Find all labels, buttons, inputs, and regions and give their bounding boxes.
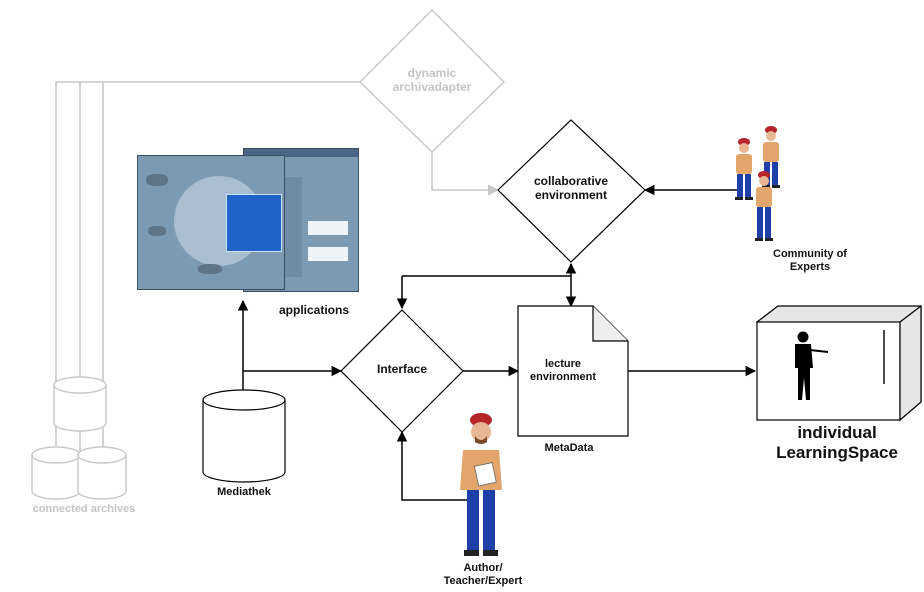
mediathek-label: Mediathek	[217, 486, 271, 498]
app-window-front	[137, 155, 285, 290]
community-label: Community of Experts	[773, 248, 847, 274]
app-form-field	[308, 247, 348, 261]
learning-room-icon	[755, 304, 922, 422]
app-panel	[226, 194, 282, 252]
document-icon	[517, 305, 629, 437]
archives-label: connected archives	[32, 503, 136, 515]
app-island	[198, 264, 222, 274]
collaborative-label: collaborative environment	[533, 174, 609, 203]
lecture-label: lecture environment	[529, 358, 596, 384]
connection-arrows	[237, 184, 757, 501]
learning-space-label: individual LearningSpace	[776, 423, 898, 463]
app-island	[146, 174, 168, 186]
app-form-field	[308, 221, 348, 235]
archivadapter-label: dynamic archivadapter	[392, 66, 472, 95]
author-figure-icon	[460, 413, 502, 556]
app-window-titlebar	[244, 149, 358, 157]
database-icon	[202, 389, 286, 483]
interface-label: Interface	[376, 362, 428, 376]
applications-label: applications	[278, 303, 349, 317]
metadata-label: MetaData	[544, 442, 594, 454]
database-cluster-icon	[31, 376, 127, 500]
app-island	[148, 226, 166, 236]
archivadapter-diamond	[359, 9, 505, 153]
interface-diamond	[340, 309, 464, 433]
author-label: Author/ Teacher/Expert	[443, 562, 523, 588]
collaborative-diamond	[497, 119, 646, 263]
expert-group-icon	[735, 126, 780, 241]
